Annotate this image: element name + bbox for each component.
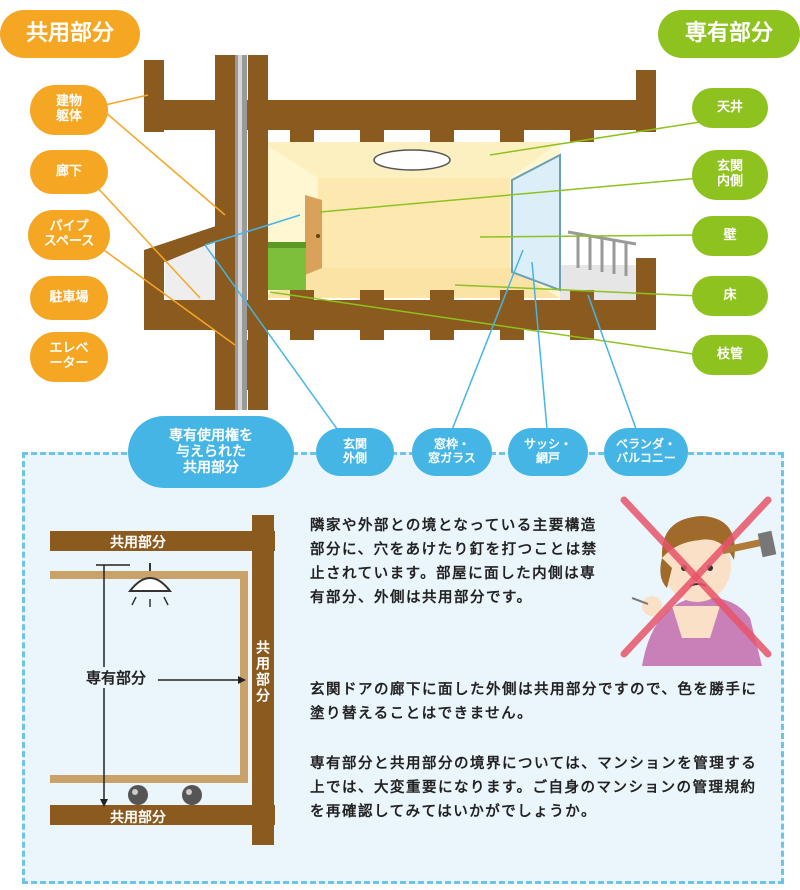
label-floor: 床 xyxy=(692,276,768,316)
foot-ball-1 xyxy=(128,785,148,805)
building-illustration xyxy=(89,55,701,441)
small-top-beam xyxy=(50,531,275,551)
label-entrance-outside: 玄関外側 xyxy=(316,428,394,476)
left-bottom-post xyxy=(144,250,164,330)
person-face xyxy=(663,530,731,602)
corridor-slab xyxy=(144,222,228,262)
label-entrance-inside: 玄関内側 xyxy=(692,150,768,200)
right-top-post xyxy=(636,70,656,132)
column-b xyxy=(248,55,268,410)
small-bottom-beam xyxy=(50,805,275,825)
label-wall: 壁 xyxy=(692,216,768,256)
label-pipe-space: パイプスペース xyxy=(28,210,110,260)
blue-leaders xyxy=(204,214,641,441)
small-ceiling-finish xyxy=(50,571,248,579)
small-inner-label: 専有部分 xyxy=(84,667,149,688)
small-floor-finish xyxy=(50,775,248,783)
room-back-wall xyxy=(318,178,510,268)
prohibition-x-2 xyxy=(620,496,772,658)
shared-leaders xyxy=(89,94,236,346)
small-bottom-label: 共用部分 xyxy=(110,810,166,826)
lamp-icon xyxy=(127,577,173,592)
label-window: 窓枠・窓ガラス xyxy=(412,428,492,476)
label-corridor: 廊下 xyxy=(30,150,108,194)
label-ceiling: 天井 xyxy=(692,88,768,128)
veranda-railing xyxy=(567,230,637,276)
label-veranda: ベランダ・バルコニー xyxy=(604,428,688,476)
hammer-handle xyxy=(721,538,767,555)
shared-header: 共用部分 xyxy=(0,10,140,58)
label-parking: 駐車場 xyxy=(30,276,108,320)
beam-studs xyxy=(290,130,594,340)
small-top-label: 共用部分 xyxy=(110,535,166,551)
label-sash: サッシ・網戸 xyxy=(508,428,588,476)
small-side-column xyxy=(252,515,274,845)
paragraph-structure: 隣家や外部との境となっている主要構造部分に、穴をあけたり釘を打つことは禁止されて… xyxy=(310,518,598,606)
label-elevator: エレベーター xyxy=(30,332,108,382)
shoe-cabinet xyxy=(268,246,306,290)
paragraph-entrance-door: 玄関ドアの廊下に面した外側は共用部分ですので、色を勝手に塗り替えることはできませ… xyxy=(310,682,758,722)
no-nail-illustration xyxy=(620,496,777,666)
person-hair xyxy=(661,516,735,560)
paragraph-boundary: 専有部分と共用部分の境界については、マンションを管理する上では、大変重要になりま… xyxy=(310,756,758,820)
ceiling-light xyxy=(373,149,451,171)
window-glass xyxy=(511,153,561,292)
entrance-door xyxy=(305,195,322,275)
label-branch-pipe: 枝管 xyxy=(692,335,768,375)
label-right-of-use: 専有使用権を与えられた共用部分 xyxy=(128,416,294,488)
hammer-head xyxy=(757,530,777,558)
left-top-post xyxy=(144,60,164,132)
small-section-diagram xyxy=(50,515,275,845)
exclusive-header: 専有部分 xyxy=(658,10,800,58)
small-side-label: 共用部分 xyxy=(254,640,270,704)
label-building: 建物躯体 xyxy=(30,85,108,135)
exclusive-leaders xyxy=(269,121,701,356)
room-floor xyxy=(262,268,560,298)
small-wall-finish xyxy=(240,571,248,783)
foot-ball-2 xyxy=(182,785,202,805)
